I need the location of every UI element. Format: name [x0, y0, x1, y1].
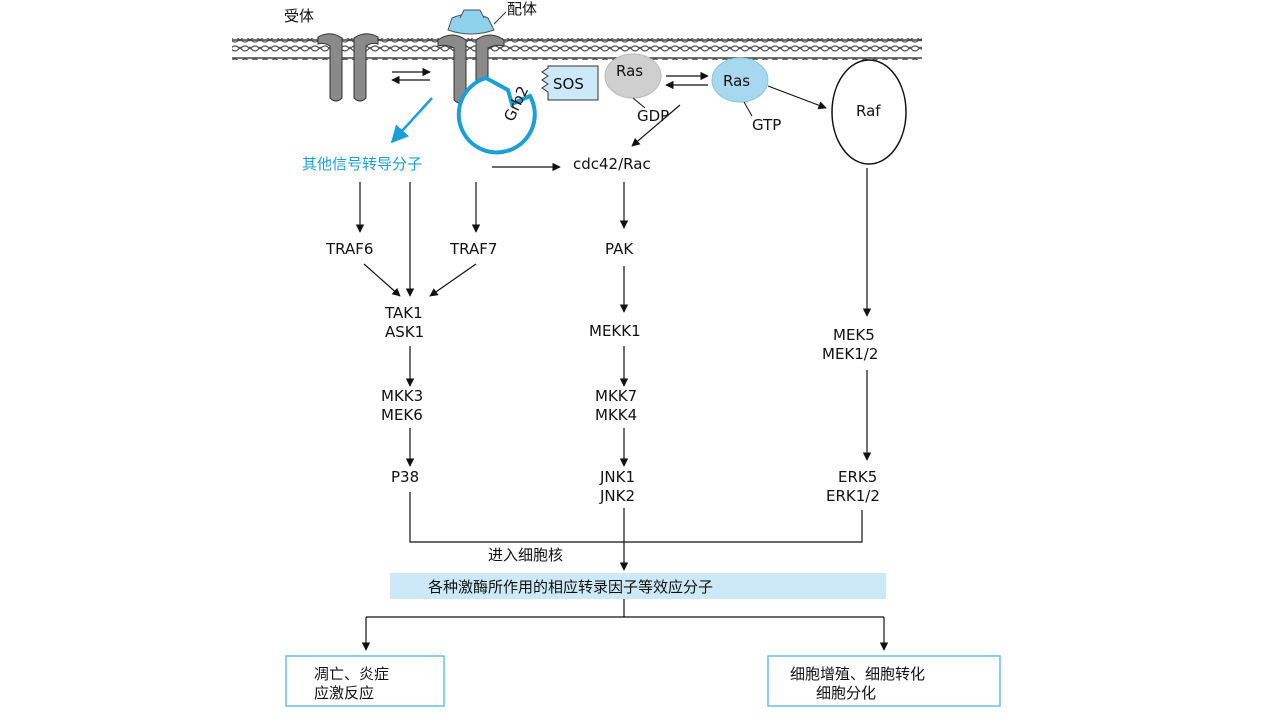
- ligand-label: 配体: [507, 0, 537, 18]
- outcome-left-line1: 凋亡、炎症: [314, 665, 389, 683]
- gdp-to-cdc42-arrow: [631, 104, 681, 147]
- outcome-box-left: [285, 655, 445, 707]
- traf7: TRAF7: [449, 240, 497, 258]
- cdc42-rac: cdc42/Rac: [573, 155, 651, 173]
- grb2-adaptor: [456, 75, 537, 155]
- tak1: TAK1: [384, 304, 423, 322]
- other-signal-molecules: 其他信号转导分子: [302, 155, 422, 173]
- raf-node: [831, 59, 907, 165]
- receptor-to-other-arrow: [390, 97, 433, 144]
- ras-gtp-label: Ras: [723, 72, 750, 90]
- traf6: TRAF6: [325, 240, 373, 258]
- ligand-icon: [447, 9, 507, 35]
- receptor-label: 受体: [284, 7, 314, 25]
- mkk4: MKK4: [595, 406, 637, 424]
- ask1: ASK1: [385, 323, 424, 341]
- ras-gdp-label: Ras: [616, 62, 643, 80]
- mkk7: MKK7: [595, 387, 637, 405]
- mekk1: MEKK1: [589, 322, 641, 340]
- mkk3: MKK3: [381, 387, 423, 405]
- ras-to-raf-arrow: [767, 85, 827, 110]
- ras-gtp-node: [711, 57, 769, 103]
- sos-box: [541, 65, 599, 101]
- gtp-label: GTP: [752, 116, 781, 134]
- effectors-banner: [390, 573, 886, 599]
- traf7-to-tak1-arrow: [429, 263, 477, 297]
- mek5: MEK5: [833, 326, 875, 344]
- erk5: ERK5: [838, 468, 877, 486]
- effectors-label: 各种激酶所作用的相应转录因子等效应分子: [428, 578, 713, 596]
- gtp-tether: [743, 101, 753, 117]
- p38: P38: [391, 468, 419, 486]
- gdp-tether: [632, 97, 646, 109]
- outcome-box-right: [767, 655, 1001, 707]
- traf6-to-tak1-arrow: [363, 263, 401, 297]
- sos-label: SOS: [553, 75, 584, 93]
- erk12: ERK1/2: [826, 487, 880, 505]
- nucleus-label: 进入细胞核: [488, 546, 563, 564]
- outcome-right-line2: 细胞分化: [816, 684, 876, 702]
- jnk1: JNK1: [599, 468, 635, 486]
- outcome-left-line2: 应激反应: [314, 684, 374, 702]
- jnk2: JNK2: [599, 487, 635, 505]
- nucleus-convergence-line: [409, 492, 863, 543]
- cell-membrane: [232, 38, 922, 60]
- outcome-right-line1: 细胞增殖、细胞转化: [790, 665, 925, 683]
- mek12: MEK1/2: [822, 345, 878, 363]
- gdp-label: GDP: [637, 107, 669, 125]
- receptor-left: [317, 33, 379, 102]
- raf-label: Raf: [856, 102, 881, 120]
- pak: PAK: [605, 240, 634, 258]
- mek6: MEK6: [381, 406, 423, 424]
